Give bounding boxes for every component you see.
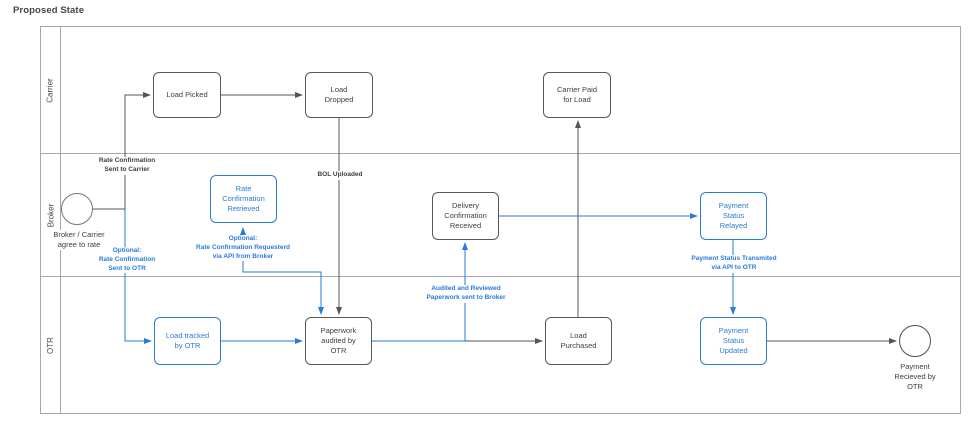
node-load-purchased[interactable]: Load Purchased (545, 317, 612, 365)
swimlane-pool: Carrier Broker OTR (40, 26, 961, 414)
node-rate-conf-retrieved[interactable]: Rate Confirmation Retrieved (210, 175, 277, 223)
lane-broker: Broker (41, 154, 960, 277)
node-carrier-paid-label: Carrier Paid for Load (556, 85, 597, 104)
node-payment-status-relayed[interactable]: Payment Status Relayed (700, 192, 767, 240)
lane-header-otr: OTR (41, 277, 61, 413)
node-rate-conf-retrieved-label: Rate Confirmation Retrieved (222, 184, 265, 213)
node-load-tracked-label: Load tracked by OTR (165, 331, 210, 350)
edge-label-payment-status-transmitted: Payment Status Transmited via API to OTR (689, 255, 779, 273)
edge-label-audited-reviewed: Audited and Reviewed Paperwork sent to B… (424, 285, 508, 303)
lane-otr: OTR (41, 277, 960, 413)
edge-label-rate-conf-sent-carrier: Rate Confirmation Sent to Carrier (96, 157, 158, 175)
node-load-tracked[interactable]: Load tracked by OTR (154, 317, 221, 365)
lane-header-broker: Broker (41, 154, 61, 276)
node-payment-status-updated-label: Payment Status Updated (718, 326, 749, 355)
node-load-dropped[interactable]: Load Dropped (305, 72, 373, 118)
node-payment-status-relayed-label: Payment Status Relayed (718, 201, 749, 230)
start-event-circle[interactable] (61, 193, 93, 225)
lane-label-carrier: Carrier (46, 77, 56, 103)
diagram-title: Proposed State (13, 5, 85, 16)
node-paperwork-audited[interactable]: Paperwork audited by OTR (305, 317, 372, 365)
node-load-dropped-label: Load Dropped (324, 85, 354, 104)
node-load-purchased-label: Load Purchased (560, 331, 597, 350)
end-event-label: Payment Recieved by OTR (888, 362, 942, 392)
node-delivery-conf-received-label: Delivery Confirmation Received (444, 201, 487, 230)
lane-label-broker: Broker (46, 203, 55, 227)
lane-carrier: Carrier (41, 27, 960, 154)
node-load-picked-label: Load Picked (166, 90, 208, 100)
node-load-picked[interactable]: Load Picked (153, 72, 221, 118)
edge-label-bol-uploaded: BOL Uploaded (315, 171, 365, 180)
lane-label-otr: OTR (45, 336, 55, 354)
end-event-circle[interactable] (899, 325, 931, 357)
node-delivery-conf-received[interactable]: Delivery Confirmation Received (432, 192, 499, 240)
start-event-label: Broker / Carrier agree to rate (53, 230, 105, 250)
edge-label-optional-rate-conf-requested: Optional: Rate Confirmation Requesterd v… (194, 235, 292, 262)
node-payment-status-updated[interactable]: Payment Status Updated (700, 317, 767, 365)
edge-label-optional-rate-conf-otr: Optional: Rate Confirmation Sent to OTR (96, 247, 158, 274)
lane-header-carrier: Carrier (41, 27, 61, 153)
node-paperwork-audited-label: Paperwork audited by OTR (320, 326, 357, 355)
node-carrier-paid[interactable]: Carrier Paid for Load (543, 72, 611, 118)
